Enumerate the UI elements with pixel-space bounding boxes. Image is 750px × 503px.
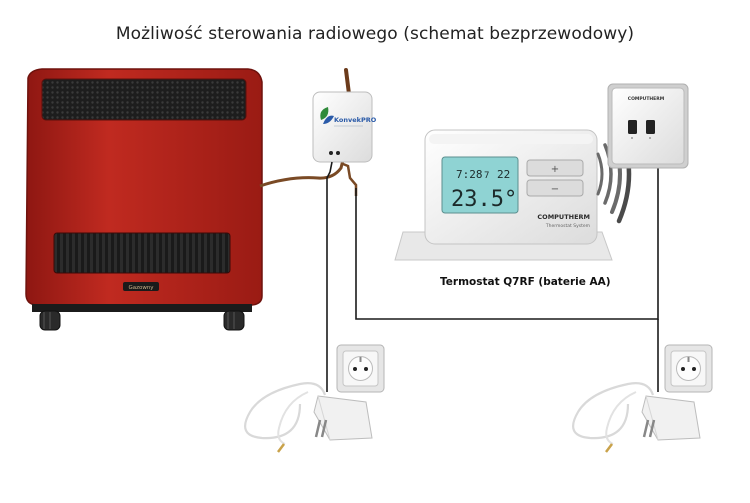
thermostat-q7rf: 7:28 7 22 23.5° + − COMPUTHERM Thermosta… xyxy=(394,129,613,261)
lcd-temperature: 23.5° xyxy=(451,187,517,212)
wall-socket-right xyxy=(664,344,713,393)
antenna-icon xyxy=(344,68,351,96)
minus-button-label: − xyxy=(551,184,559,195)
receiver-brand: KonvekPRO xyxy=(334,116,377,124)
minus-button[interactable] xyxy=(526,179,584,197)
plus-button[interactable] xyxy=(526,159,584,177)
power-adapter-left xyxy=(244,382,373,453)
heater-badge: Gazowny xyxy=(128,285,154,291)
gas-heater: Gazowny xyxy=(25,68,263,331)
power-adapter-right xyxy=(572,382,701,453)
signal-wires xyxy=(326,161,659,392)
plus-button-label: + xyxy=(551,164,559,175)
lcd-day: 7 xyxy=(484,171,489,181)
thermostat-brand: COMPUTHERM xyxy=(537,213,590,221)
radio-receiver: KonvekPRO xyxy=(312,68,377,163)
switch-button[interactable] xyxy=(646,120,655,134)
wall-unit-brand: COMPUTHERM xyxy=(628,96,665,102)
wall-socket-left xyxy=(336,344,385,393)
lcd-display xyxy=(441,156,519,214)
thermostat-caption: Termostat Q7RF (baterie AA) xyxy=(440,276,611,288)
lcd-temp-small: 22 xyxy=(497,168,510,181)
thermostat-subtitle: Thermostat System xyxy=(545,223,590,229)
lcd-time: 7:28 xyxy=(456,168,483,181)
wall-receiver-unit: COMPUTHERM xyxy=(607,83,689,169)
heater-cable xyxy=(259,159,345,188)
diagram-title: Możliwość sterowania radiowego (schemat … xyxy=(115,24,635,44)
switch-button[interactable] xyxy=(628,120,637,134)
leaf-logo-icon xyxy=(320,107,329,120)
led-indicator xyxy=(329,151,333,155)
